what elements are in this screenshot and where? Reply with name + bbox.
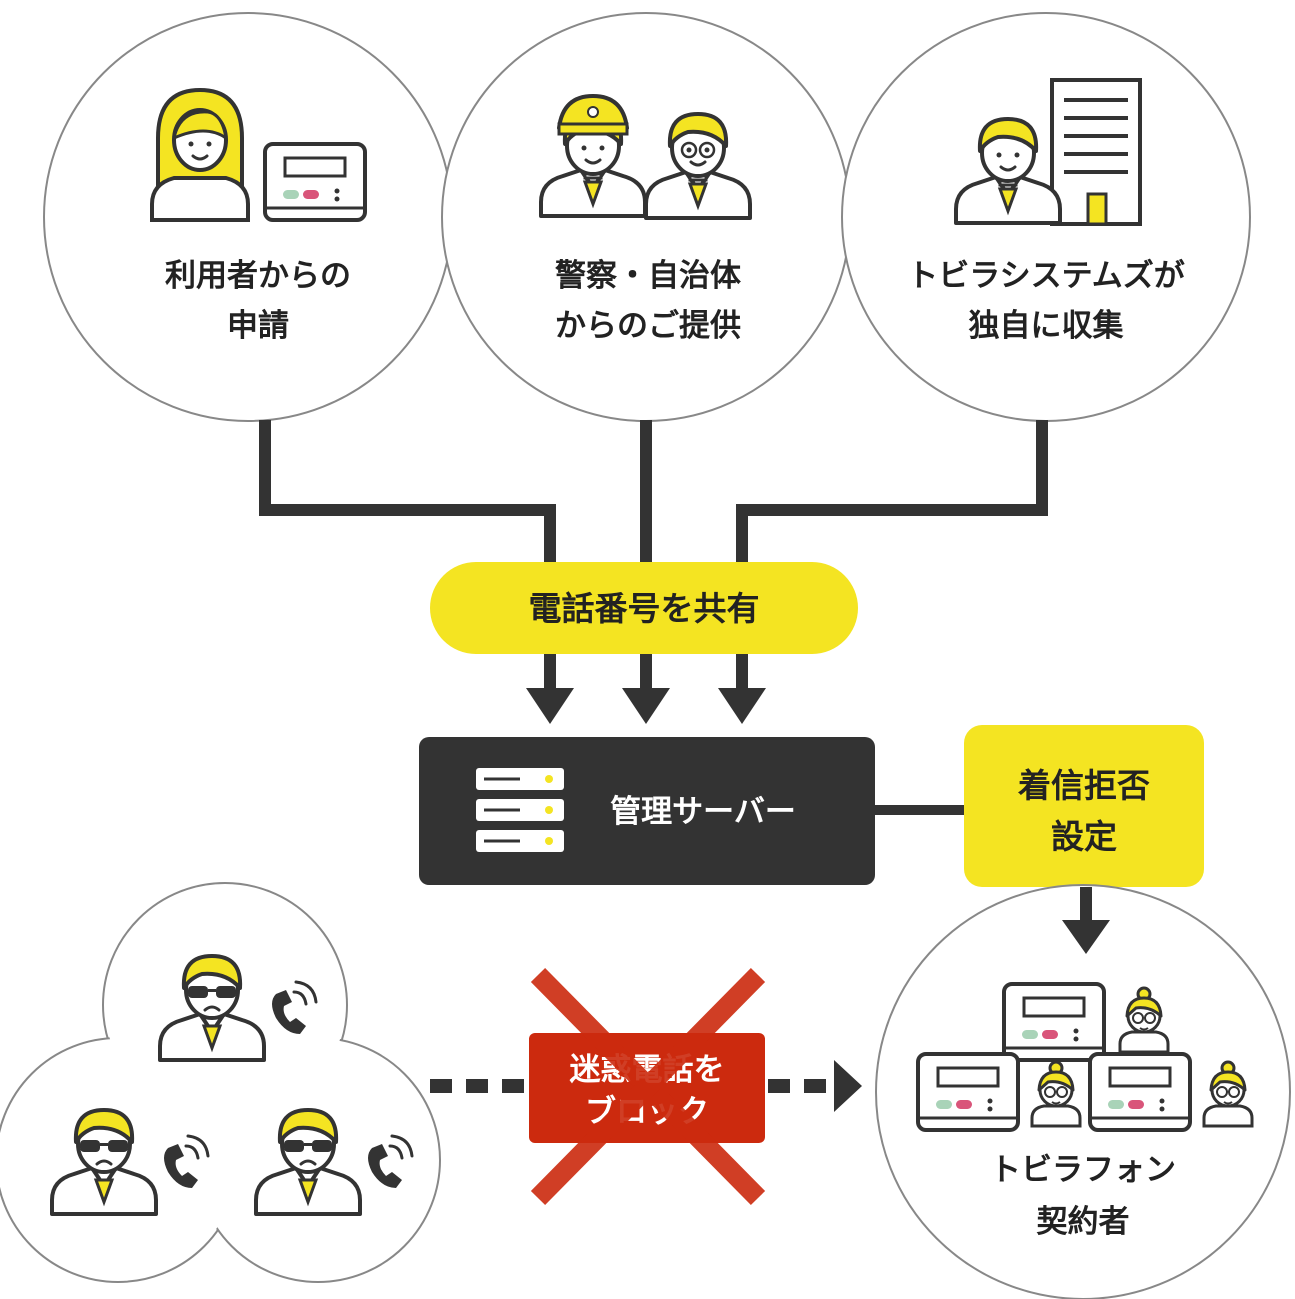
source-label-users-line2: 申請 xyxy=(227,308,289,344)
contract-label-line1: トビラフォン xyxy=(990,1152,1176,1188)
building-icon xyxy=(1050,78,1142,226)
woman-icon xyxy=(150,87,250,222)
reject-setting-box: 着信拒否 設定 xyxy=(964,725,1204,887)
reject-label-line2: 設定 xyxy=(1051,817,1117,856)
source-label-users-line1: 利用者からの xyxy=(165,258,351,294)
source-label-company-line2: 独自に収集 xyxy=(969,308,1124,344)
reject-label-line1: 着信拒否 xyxy=(1018,766,1150,805)
reject-down-arrow xyxy=(1062,887,1110,954)
share-label: 電話番号を共有 xyxy=(529,589,760,628)
server-icon xyxy=(476,768,564,852)
down-arrows xyxy=(526,688,766,724)
scam-caller-cluster xyxy=(0,882,441,1283)
management-server: 管理サーバー xyxy=(419,737,875,885)
cross-mark-icon xyxy=(530,967,766,1206)
source-label-police-line1: 警察・自治体 xyxy=(555,258,741,294)
official-icon xyxy=(644,112,752,220)
police-officer-icon xyxy=(539,94,647,218)
contract-label-line2: 契約者 xyxy=(1037,1204,1130,1240)
share-pill: 電話番号を共有 xyxy=(430,562,858,654)
source-label-police-line2: からのご提供 xyxy=(555,308,741,344)
source-label-company-line1: トビラシステムズが xyxy=(907,258,1184,294)
phone-device-icon xyxy=(263,142,367,222)
blocked-call-arrow xyxy=(430,1060,862,1112)
contractor-circle xyxy=(875,884,1291,1299)
server-label: 管理サーバー xyxy=(610,794,796,830)
